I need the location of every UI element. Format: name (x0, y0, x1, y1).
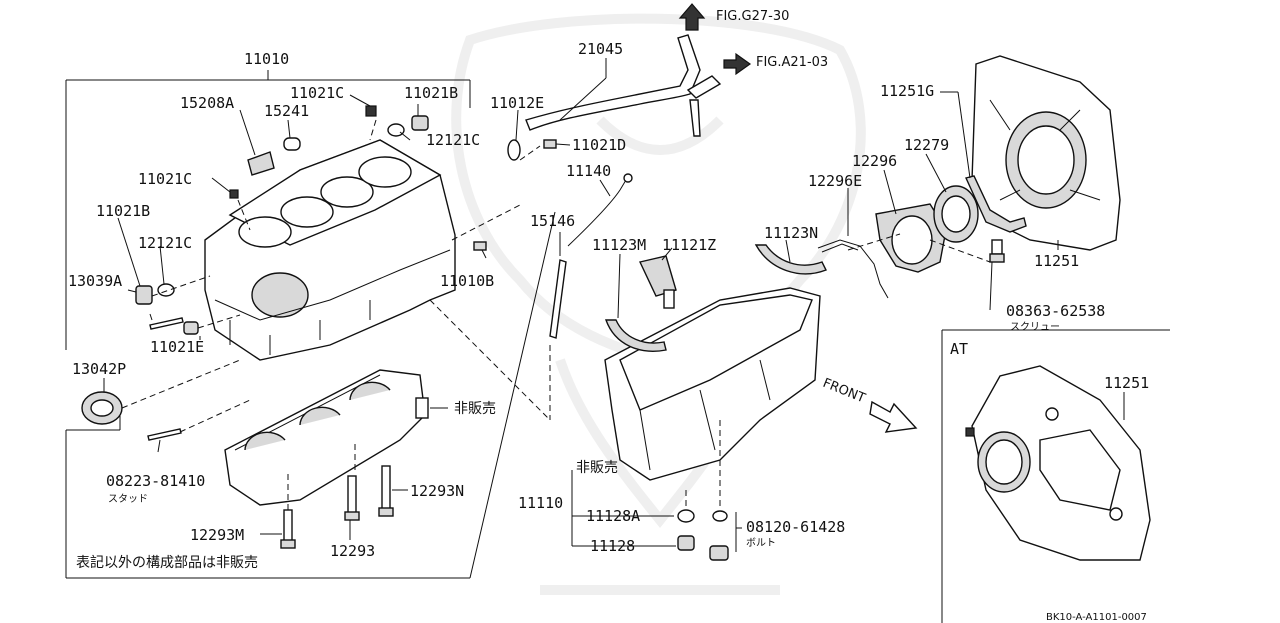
label-08223[interactable]: 08223-81410 (106, 472, 205, 490)
seal-retainer-12296[interactable] (875, 203, 947, 273)
assembly-lines-center (519, 145, 721, 510)
bolt-12293m[interactable] (280, 509, 296, 549)
plug-11021c-top[interactable] (365, 105, 377, 117)
leader-lines-left (103, 70, 487, 540)
label-12296e[interactable]: 12296E (808, 172, 862, 190)
bolt-12293[interactable] (344, 475, 360, 521)
drain-plug-11128[interactable] (677, 535, 695, 551)
label-11123m[interactable]: 11123M (592, 236, 646, 254)
leader-lines-right (847, 91, 1059, 311)
dipstick-guide-15146[interactable] (549, 259, 567, 339)
o-ring-11012e[interactable] (507, 139, 521, 161)
washer-11128a[interactable] (677, 509, 695, 523)
label-08120-sub: ボルト (746, 537, 776, 549)
oil-pan-11110[interactable] (604, 287, 821, 481)
plug-11021b-top[interactable] (411, 115, 429, 131)
plug-13039a[interactable] (135, 285, 153, 305)
label-12293m[interactable]: 12293M (190, 526, 244, 544)
bolt-12293n[interactable] (378, 465, 394, 517)
label-15241[interactable]: 15241 (264, 102, 309, 120)
label-15208a[interactable]: 15208A (180, 94, 234, 112)
label-11021b-left[interactable]: 11021B (96, 202, 150, 220)
label-11021d[interactable]: 11021D (572, 136, 626, 154)
retainer-12296e[interactable] (817, 239, 889, 299)
label-11128[interactable]: 11128 (590, 537, 635, 555)
dipstick-11140[interactable] (567, 173, 633, 247)
plug-11021d[interactable] (543, 139, 557, 149)
at-rear-plate[interactable] (965, 365, 1151, 561)
label-08363-sub: スクリュー (1010, 321, 1060, 333)
label-12293n[interactable]: 12293N (410, 482, 464, 500)
label-11251[interactable]: 11251 (1034, 252, 1079, 270)
bearing-half-11123n[interactable] (754, 244, 827, 275)
link-fig-g27-30[interactable]: FIG.G27-30 (716, 9, 789, 24)
link-fig-a21-03[interactable]: FIG.A21-03 (756, 55, 828, 70)
label-12279[interactable]: 12279 (904, 136, 949, 154)
label-08120[interactable]: 08120-61428 (746, 518, 845, 536)
label-13039a[interactable]: 13039A (68, 272, 122, 290)
bearing-half-11123m[interactable] (605, 319, 667, 352)
stud-08223[interactable] (147, 317, 184, 441)
assembly-lines-left (121, 119, 551, 510)
label-not-for-sale-block: 非販売 (454, 401, 496, 417)
label-11010[interactable]: 11010 (244, 50, 289, 68)
sealant-tube-11121z[interactable] (638, 255, 677, 309)
label-11021c-left[interactable]: 11021C (138, 170, 192, 188)
label-11021b-top[interactable]: 11021B (404, 84, 458, 102)
plug-11021e[interactable] (183, 321, 199, 335)
label-12121c-left[interactable]: 12121C (138, 234, 192, 252)
water-tube-21045[interactable] (525, 34, 722, 137)
plug-11021c-left[interactable] (229, 189, 239, 199)
label-11021e[interactable]: 11021E (150, 338, 204, 356)
label-11110[interactable]: 11110 (518, 494, 563, 512)
assembly-lines-right (847, 233, 991, 263)
arrow-ref-a21 (723, 52, 752, 76)
label-11251g[interactable]: 11251G (880, 82, 934, 100)
washer-12121c-left[interactable] (157, 283, 175, 297)
washer-12121c-top[interactable] (387, 123, 405, 137)
main-bearing-cap-beam[interactable] (224, 369, 429, 506)
label-front: FRONT (821, 376, 868, 407)
cylinder-block[interactable] (204, 139, 456, 361)
diagram-code: BK10-A-A1101-0007 (1046, 612, 1147, 623)
at-inset-title: AT (950, 340, 968, 358)
label-11021c-top[interactable]: 11021C (290, 84, 344, 102)
label-12121c-top[interactable]: 12121C (426, 131, 480, 149)
pressure-switch-15241[interactable] (283, 137, 301, 151)
label-12293[interactable]: 12293 (330, 542, 375, 560)
label-15146[interactable]: 15146 (530, 212, 575, 230)
note-not-for-sale: 表記以外の構成部品は非販売 (76, 554, 258, 571)
bolt-08120[interactable] (709, 545, 729, 561)
screw-08363[interactable] (989, 239, 1005, 263)
at-inset-frame (941, 329, 1170, 623)
label-08223-sub: スタッド (108, 493, 148, 505)
label-11123n[interactable]: 11123N (764, 224, 818, 242)
at-label-11251[interactable]: 11251 (1104, 374, 1149, 392)
label-11010b[interactable]: 11010B (440, 272, 494, 290)
front-arrow (869, 400, 918, 433)
plate-gasket-11251g[interactable] (965, 175, 1027, 233)
leader-lines-center (515, 58, 791, 552)
rear-plate-11251[interactable] (971, 55, 1121, 251)
label-11121z[interactable]: 11121Z (662, 236, 716, 254)
oil-seal-13042p[interactable] (81, 391, 123, 425)
oil-jet-15208a[interactable] (247, 151, 275, 176)
washer-08120[interactable] (712, 510, 728, 522)
label-21045[interactable]: 21045 (578, 40, 623, 58)
rear-oil-seal-12279[interactable] (933, 185, 979, 243)
label-08363[interactable]: 08363-62538 (1006, 302, 1105, 320)
arrow-ref-g27 (678, 3, 706, 31)
label-11128a[interactable]: 11128A (586, 507, 640, 525)
label-13042p[interactable]: 13042P (72, 360, 126, 378)
label-not-for-sale-pan: 非販売 (576, 460, 618, 476)
label-12296[interactable]: 12296 (852, 152, 897, 170)
label-11012e[interactable]: 11012E (490, 94, 544, 112)
dowel-11010b[interactable] (473, 241, 487, 251)
label-11140[interactable]: 11140 (566, 162, 611, 180)
